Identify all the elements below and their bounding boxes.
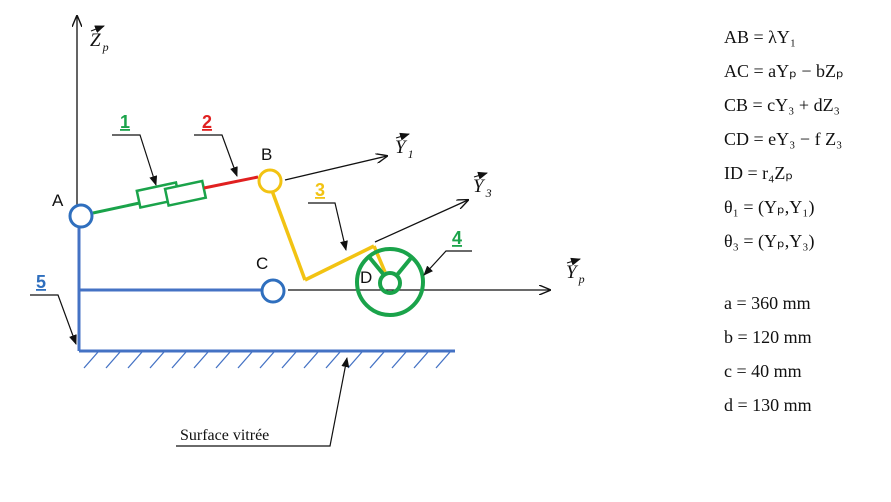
y3-vector-arrow: [473, 171, 488, 180]
equation-ab: AB = λY₁: [724, 27, 797, 47]
surface-label: Surface vitrée: [180, 427, 269, 444]
slider-housing: [135, 179, 208, 209]
part-5-leader: [30, 294, 77, 345]
part-4-hub: [378, 271, 402, 295]
part-3-link-bc: [269, 187, 307, 281]
point-a-label: A: [52, 191, 64, 210]
part-1-leader: [112, 134, 158, 186]
y1-vector-arrow: [395, 132, 410, 141]
equations-panel: AB = λY₁ AC = aYₚ − bZₚ CB = cY₃ + dZ₃ C…: [724, 20, 889, 422]
part-2-leader: [194, 134, 238, 177]
ground-hatching: [83, 351, 451, 369]
part-4-spoke-right: [395, 256, 413, 277]
part-4-wheel: [355, 247, 425, 317]
y1-axis: [284, 156, 387, 181]
equation-theta1: θ₁ = (Yₚ,Y₁): [724, 197, 815, 217]
joint-b: [257, 168, 283, 194]
part-3-arm: [304, 244, 375, 282]
part-3-label: 3: [315, 180, 325, 200]
equation-id: ID = r₄Zₚ: [724, 163, 794, 183]
point-b-label: B: [261, 145, 272, 164]
part-4-label: 4: [452, 228, 462, 248]
part-2-label: 2: [202, 112, 212, 132]
yp-vector-arrow: [566, 257, 581, 266]
part-4-leader: [423, 250, 472, 276]
parameter-d: d = 130 mm: [724, 395, 812, 415]
y3-axis: [374, 200, 468, 243]
parameter-c: c = 40 mm: [724, 361, 802, 381]
parameter-b: b = 120 mm: [724, 327, 812, 347]
point-c-label: C: [256, 254, 268, 273]
equation-ac: AC = aYₚ − bZₚ: [724, 61, 844, 81]
part-4-spoke-left: [368, 256, 386, 277]
equation-cb: CB = cY₃ + dZ₃: [724, 95, 840, 115]
joint-a: [68, 203, 94, 229]
point-d-label: D: [360, 268, 372, 287]
equation-cd: CD = eY₃ − f Z₃: [724, 129, 843, 149]
part-3-leader: [308, 202, 348, 251]
joint-c: [260, 278, 286, 304]
part-1-label: 1: [120, 112, 130, 132]
part-2-rod: [203, 175, 259, 190]
surface-leader: [176, 357, 350, 447]
equation-theta3: θ₃ = (Yₚ,Y₃): [724, 231, 815, 251]
part-5-label: 5: [36, 272, 46, 292]
zp-vector-arrow: [90, 25, 105, 33]
parameter-a: a = 360 mm: [724, 293, 811, 313]
